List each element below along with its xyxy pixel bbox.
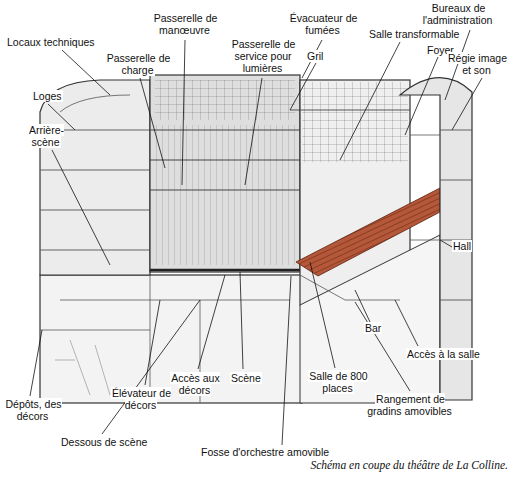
- part-label-text: Salle transformable: [368, 28, 460, 40]
- part-label: Régie image et son: [446, 52, 508, 76]
- part-label: Rangement de gradins amovibles: [358, 393, 462, 417]
- part-label: Dessous de scène: [60, 436, 170, 448]
- part-label-text: Rangement de gradins amovibles: [367, 393, 453, 417]
- part-label-text: Passerelle de charge: [106, 52, 171, 76]
- part-label-text: Loges: [32, 90, 63, 102]
- part-label: Hall: [452, 240, 492, 252]
- part-label: Bureaux de l'administration: [408, 2, 508, 26]
- part-label: Dépôts, des décors: [4, 398, 62, 422]
- part-label: Passerelle de charge: [105, 52, 171, 76]
- part-label-text: Locaux techniques: [6, 36, 96, 48]
- part-label-text: Bureaux de l'administration: [423, 2, 494, 26]
- part-label-text: Dépôts, des décors: [4, 398, 61, 422]
- part-label: Salle transformable: [368, 28, 472, 40]
- part-label-text: Accès à la salle: [406, 348, 481, 360]
- part-label: Évacuateur de fumées: [278, 12, 368, 36]
- part-label: Scène: [230, 372, 270, 384]
- part-label-text: Dessous de scène: [60, 436, 148, 448]
- part-label-text: Accès aux décors: [170, 372, 219, 396]
- part-label: Accès à la salle: [406, 348, 506, 360]
- part-label: Locaux techniques: [6, 36, 116, 48]
- part-label-text: Régie image et son: [447, 52, 507, 76]
- part-label: Gril: [306, 50, 336, 62]
- part-label: Passerelle de manœuvre: [140, 12, 230, 36]
- part-label-text: Évacuateur de fumées: [289, 12, 358, 36]
- part-label: Élévateur de décors: [106, 387, 176, 411]
- part-label-text: Élévateur de décors: [111, 387, 171, 411]
- part-label-text: Hall: [452, 240, 472, 252]
- part-label: Salle de 800 places: [300, 370, 376, 394]
- part-label: Bar: [364, 322, 394, 334]
- part-label-text: Passerelle de manœuvre: [153, 12, 218, 36]
- part-label: Loges: [32, 90, 72, 102]
- caption: Schéma en coupe du théâtre de La Colline…: [310, 459, 508, 471]
- part-label-text: Salle de 800 places: [308, 370, 367, 394]
- part-label-text: Scène: [230, 372, 262, 384]
- part-label: Fosse d'orchestre amovible: [200, 446, 350, 458]
- part-label-text: Fosse d'orchestre amovible: [200, 446, 330, 458]
- part-label-text: Arrière-scène: [28, 124, 64, 148]
- part-label: Accès aux décors: [164, 372, 226, 396]
- part-label-text: Bar: [364, 322, 382, 334]
- part-label: Passerelle de service pour lumières: [218, 38, 308, 74]
- part-label: Arrière-scène: [20, 124, 72, 148]
- leader-lines: [30, 30, 482, 445]
- part-label-text: Gril: [306, 50, 324, 62]
- part-label-text: Passerelle de service pour lumières: [231, 38, 296, 74]
